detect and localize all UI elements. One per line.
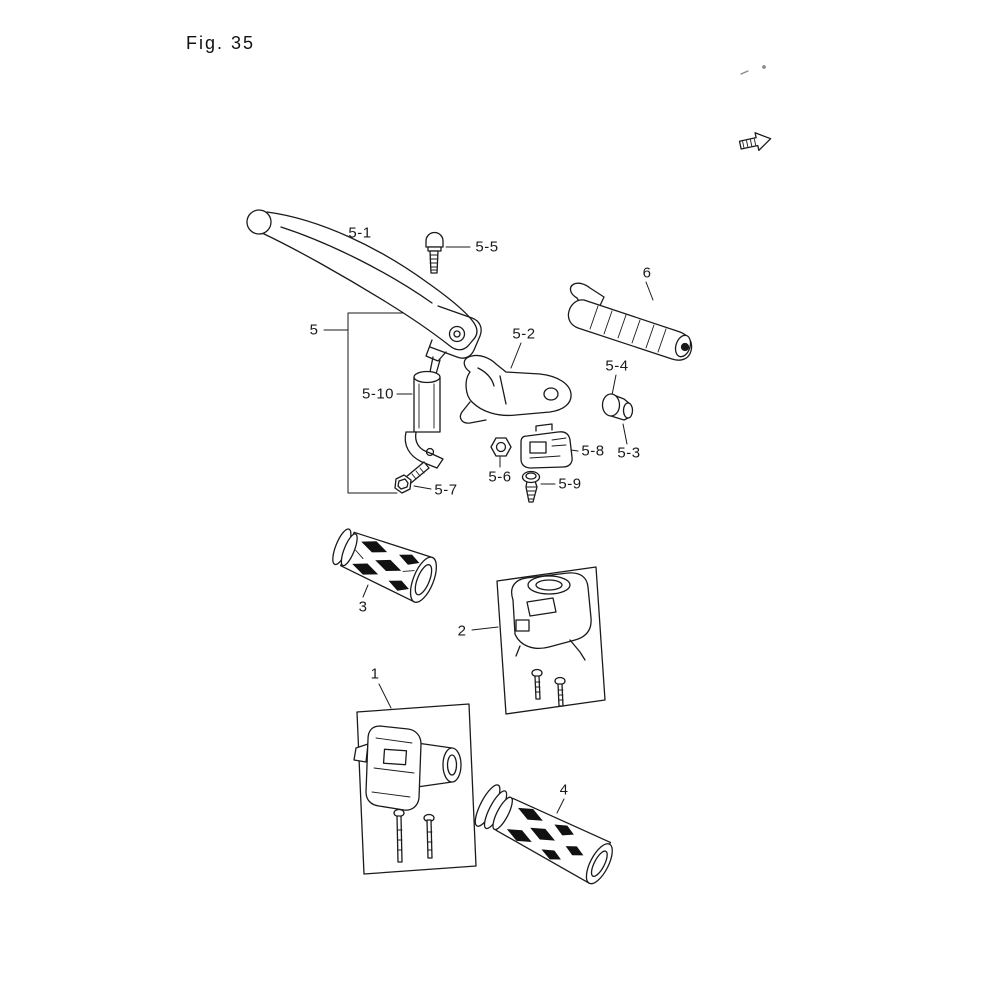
leader-lines [323,241,654,814]
lever-drawing [246,209,482,384]
leader-5-8 [570,449,579,452]
leader-1 [378,683,392,709]
stray-mark-1 [740,70,749,75]
callout-5-10: 5-10 [361,385,395,403]
leader-6 [645,281,654,301]
figure-title: Fig. 35 [186,33,256,53]
switch-piece-5-8-drawing [520,423,573,469]
bracket-5 [323,312,422,494]
callout-5-1: 5-1 [348,224,372,242]
grip-4-drawing [474,784,613,885]
switch-1-drawing [353,703,477,875]
leader-5-4 [611,374,617,396]
bolt-5-5-drawing [425,231,444,274]
perch-5-2-drawing [459,354,572,424]
stray-marks [740,65,766,75]
leader-3 [362,584,369,598]
holder-5-10-drawing [404,370,444,469]
callout-1: 1 [370,665,380,683]
switch-2-drawing [496,566,606,715]
callout-5-7: 5-7 [434,481,458,499]
callout-3: 3 [358,598,368,616]
bolt-5-7-drawing [394,461,430,494]
callout-5-5: 5-5 [475,238,499,256]
callout-5-3: 5-3 [617,444,641,462]
callout-5-9: 5-9 [558,475,582,493]
nut-5-6-drawing [490,437,512,457]
leader-4 [556,798,565,814]
direction-arrow-icon [738,132,772,152]
callout-5: 5 [309,321,319,339]
leader-2 [471,626,499,631]
callout-5-6: 5-6 [488,468,512,486]
throttle-assembly-drawing [567,282,693,361]
grip-3-drawing [332,528,438,603]
callout-2: 2 [457,622,467,640]
leader-5-3 [622,423,628,445]
leader-5-2 [510,342,522,369]
screw-5-9-drawing [521,470,541,503]
callout-5-4: 5-4 [605,357,629,375]
callout-5-8: 5-8 [581,442,605,460]
callout-6: 6 [642,264,652,282]
stray-mark-2 [762,65,766,69]
callout-5-2: 5-2 [512,325,536,343]
bushing-5-4-drawing [601,393,634,421]
box-1 [356,703,477,875]
box-2 [496,566,606,715]
leader-5-7 [413,485,432,490]
callout-4: 4 [559,781,569,799]
